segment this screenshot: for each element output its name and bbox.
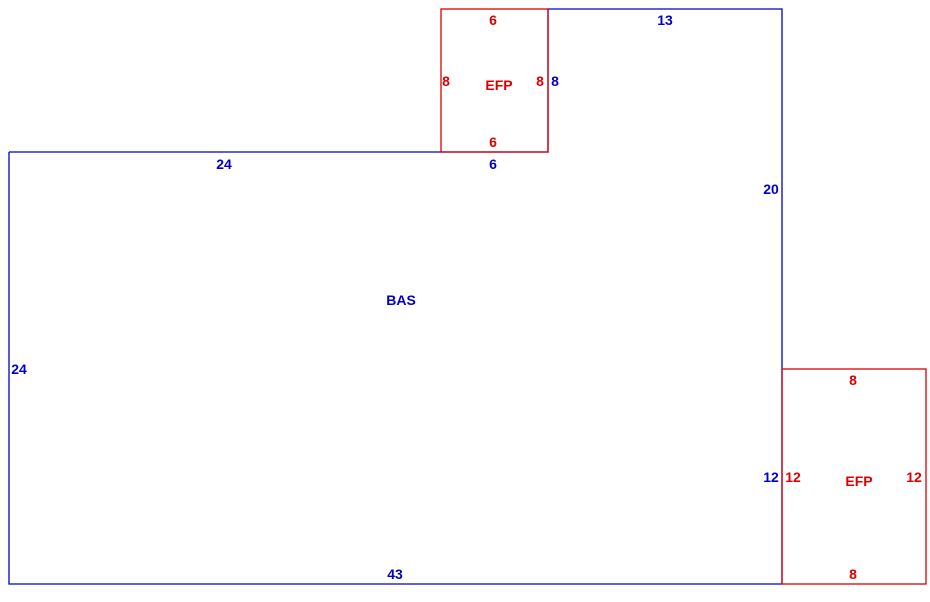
bas-area-label: BAS	[386, 292, 416, 308]
efp-top-dim-left: 8	[442, 73, 450, 89]
efp-right-area-label: EFP	[845, 473, 872, 489]
bas-dim-left: 24	[11, 361, 27, 377]
bas-dim-top-left: 24	[216, 156, 232, 172]
bas-dim-bottom: 43	[387, 566, 403, 582]
bas-dim-right-lower: 12	[763, 469, 779, 485]
efp-right-dim-top: 8	[849, 372, 857, 388]
bas-dim-top-step: 6	[489, 156, 497, 172]
efp-right-outline	[781, 368, 927, 585]
efp-right-dim-right: 12	[906, 469, 922, 485]
efp-top-dim-right: 8	[536, 73, 544, 89]
bas-dim-top-right: 13	[657, 12, 673, 28]
efp-top-outline	[440, 8, 549, 153]
bas-dim-right-upper: 20	[763, 181, 779, 197]
efp-top-dim-bottom: 6	[489, 134, 497, 150]
efp-top-dim-top: 6	[489, 12, 497, 28]
efp-right-dim-bottom: 8	[849, 566, 857, 582]
bas-dim-step-vertical: 8	[551, 73, 559, 89]
efp-top-area-label: EFP	[485, 77, 512, 93]
efp-right-dim-left: 12	[785, 469, 801, 485]
